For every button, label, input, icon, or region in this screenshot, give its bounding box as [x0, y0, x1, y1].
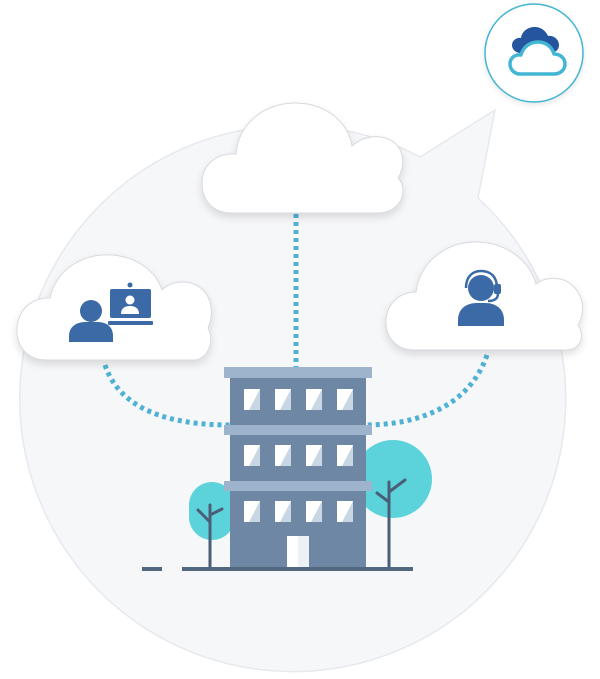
headset-earpiece — [494, 284, 501, 294]
building-door-shade — [298, 536, 309, 569]
ground-segment — [182, 567, 413, 571]
person-body — [69, 322, 113, 342]
building-window-shade — [342, 389, 353, 410]
building-floor-ledge — [224, 425, 372, 435]
tree-left — [189, 482, 235, 571]
cloud-top — [201, 102, 404, 214]
cloud-left — [16, 254, 212, 361]
building-window-shade — [342, 501, 353, 522]
building-window-shade — [311, 445, 322, 466]
building-window-shade — [249, 445, 260, 466]
connector-left-to-building — [102, 364, 231, 428]
building-window-shade — [280, 501, 291, 522]
ground-line — [142, 567, 413, 571]
building-door — [287, 536, 309, 569]
tree-left-canopy — [189, 482, 235, 540]
badge-cloud-front — [508, 40, 567, 76]
agent-body — [458, 303, 504, 326]
connectors — [102, 214, 490, 428]
ground-segment — [142, 567, 162, 571]
building-window-shade — [249, 389, 260, 410]
building-window-shade — [280, 389, 291, 410]
monitor-stand — [108, 321, 153, 325]
building-window-shade — [342, 445, 353, 466]
tree-right — [354, 440, 432, 571]
cloud-icon — [201, 102, 404, 214]
webcam-dot — [127, 282, 133, 288]
tree-right-canopy — [354, 440, 432, 518]
building-windows — [244, 389, 353, 522]
building-window-shade — [280, 445, 291, 466]
screen-person-head — [125, 295, 135, 305]
building-window-shade — [311, 501, 322, 522]
building-window-shade — [311, 389, 322, 410]
support-agent-headset-icon — [458, 269, 504, 326]
building-roof-ledge — [224, 367, 372, 378]
screen-person-body — [121, 306, 139, 314]
headset-band — [464, 269, 499, 289]
video-conference-icon — [69, 282, 153, 342]
person-head — [80, 300, 102, 322]
agent-head — [468, 275, 494, 301]
connector-right-to-building — [364, 354, 490, 428]
cloud-logo-icon — [508, 27, 567, 76]
office-building-icon — [224, 367, 372, 569]
building-window-shade — [249, 501, 260, 522]
cloud-logo-badge — [484, 3, 584, 103]
cloud-right — [385, 241, 583, 351]
building-floor-ledge — [224, 481, 372, 491]
